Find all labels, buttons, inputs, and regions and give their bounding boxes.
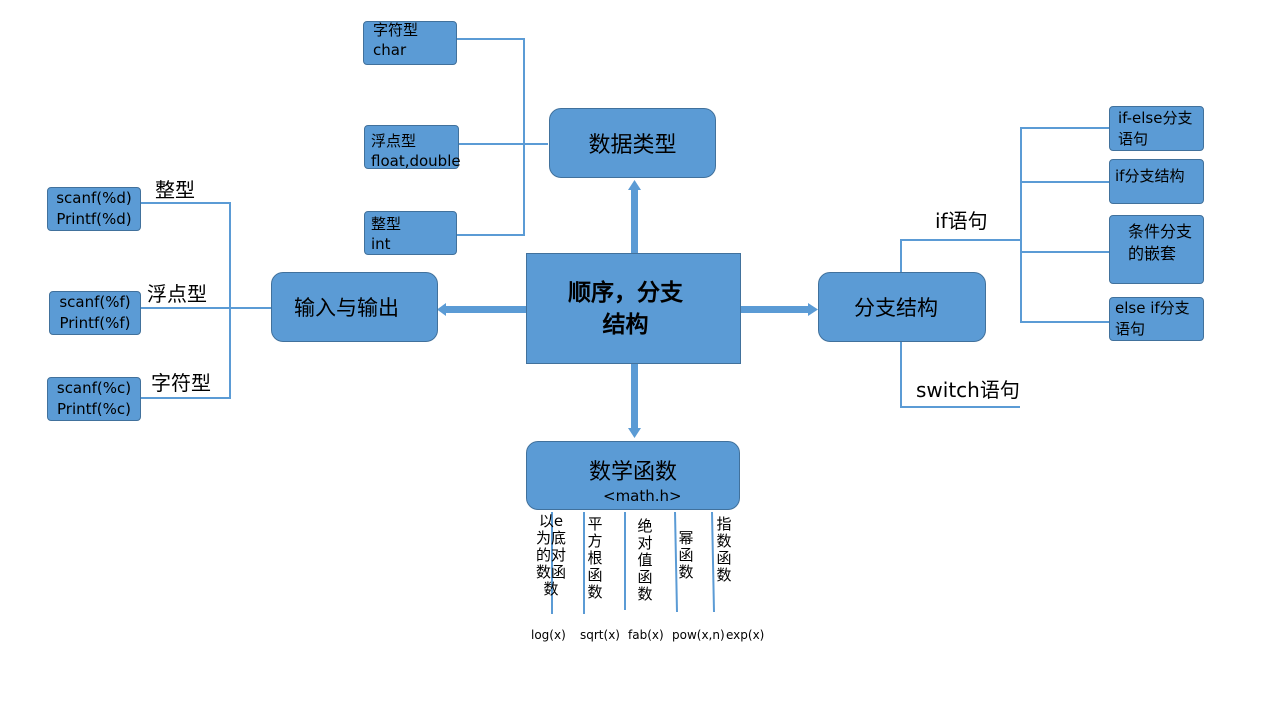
math-func-exp: exp(x) [726,628,765,642]
math-func-fab: fab(x) [628,628,664,642]
if-else-label: if-else分支语句 [1118,109,1193,148]
arrow-right-head [808,303,818,316]
io-float-box: scanf(%f) Printf(%f) [49,291,141,335]
if-connector [900,239,1020,272]
io-int-printf: Printf(%d) [56,210,132,228]
branch-node: 分支结构 [818,272,986,342]
switch-statement-label: switch语句 [916,378,1020,402]
switch-connector [900,342,1020,408]
math-desc-abs: 绝对值函数 [637,517,653,603]
math-separator-4 [674,511,678,613]
io-int-scanf: scanf(%d) [56,189,132,207]
io-node: 输入与输出 [271,272,438,342]
io-char-box: scanf(%c) Printf(%c) [47,377,141,421]
data-type-float-line2: float,double [371,152,461,170]
math-func-pow: pow(x,n) [672,628,725,642]
else-if-box: else if分支语句 [1109,297,1204,341]
arrow-left-head [437,303,446,316]
math-desc-exp: 指数函数 [716,515,732,584]
data-type-char-line1: 字符型 [373,21,419,39]
data-type-int-line1: 整型 [371,215,402,233]
arrow-left-shaft [446,306,526,313]
arrow-right-shaft [740,306,808,313]
math-separator-5 [711,511,715,613]
if-items-bracket [1020,127,1109,323]
math-func-sqrt: sqrt(x) [580,628,620,642]
if-branch-box: if分支结构 [1109,159,1204,204]
data-types-node: 数据类型 [549,108,716,178]
data-type-float-box: 浮点型 float,double [364,125,461,170]
nested-branch-label: 条件分支的嵌套 [1128,222,1193,263]
if-else-box: if-else分支语句 [1109,106,1204,151]
center-label: 顺序，分支 结构 [568,279,683,338]
io-category-float: 浮点型 [147,282,207,306]
io-float-scanf: scanf(%f) [59,293,131,311]
arrow-up-head [628,180,641,190]
arrow-down-shaft [631,364,638,428]
if-branch-label: if分支结构 [1115,167,1185,185]
io-title: 输入与输出 [294,296,399,320]
data-types-title: 数据类型 [588,133,677,158]
data-types-bracket [457,38,525,236]
math-header: <math.h> [603,487,682,505]
io-bracket [141,202,231,399]
branch-title: 分支结构 [854,296,938,320]
data-type-int-box: 整型 int [364,211,457,255]
io-char-scanf: scanf(%c) [56,379,132,397]
math-desc-pow: 幂函数 [678,529,694,581]
math-node: 数学函数 <math.h> [526,441,740,510]
else-if-label: else if分支语句 [1115,299,1190,338]
data-type-char-box: 字符型 char [363,21,457,65]
nested-branch-box: 条件分支的嵌套 [1109,215,1204,284]
io-int-box: scanf(%d) Printf(%d) [47,187,141,231]
io-char-printf: Printf(%c) [57,400,131,418]
math-desc-sqrt: 平方根函数 [587,515,603,601]
data-type-int-line2: int [371,235,391,253]
math-title: 数学函数 [588,460,677,485]
math-desc-log: 以e为底的对数函数 [535,512,566,598]
data-type-char-line2: char [373,41,407,59]
io-category-char: 字符型 [151,371,211,395]
math-func-log: log(x) [531,628,566,642]
data-type-float-line1: 浮点型 [371,132,417,150]
arrow-down-head [628,428,641,438]
io-category-int: 整型 [155,178,195,202]
arrow-up-shaft [631,190,638,253]
center-node: 顺序，分支 结构 [526,253,741,364]
if-statement-label: if语句 [935,209,988,233]
io-float-printf: Printf(%f) [59,314,131,332]
